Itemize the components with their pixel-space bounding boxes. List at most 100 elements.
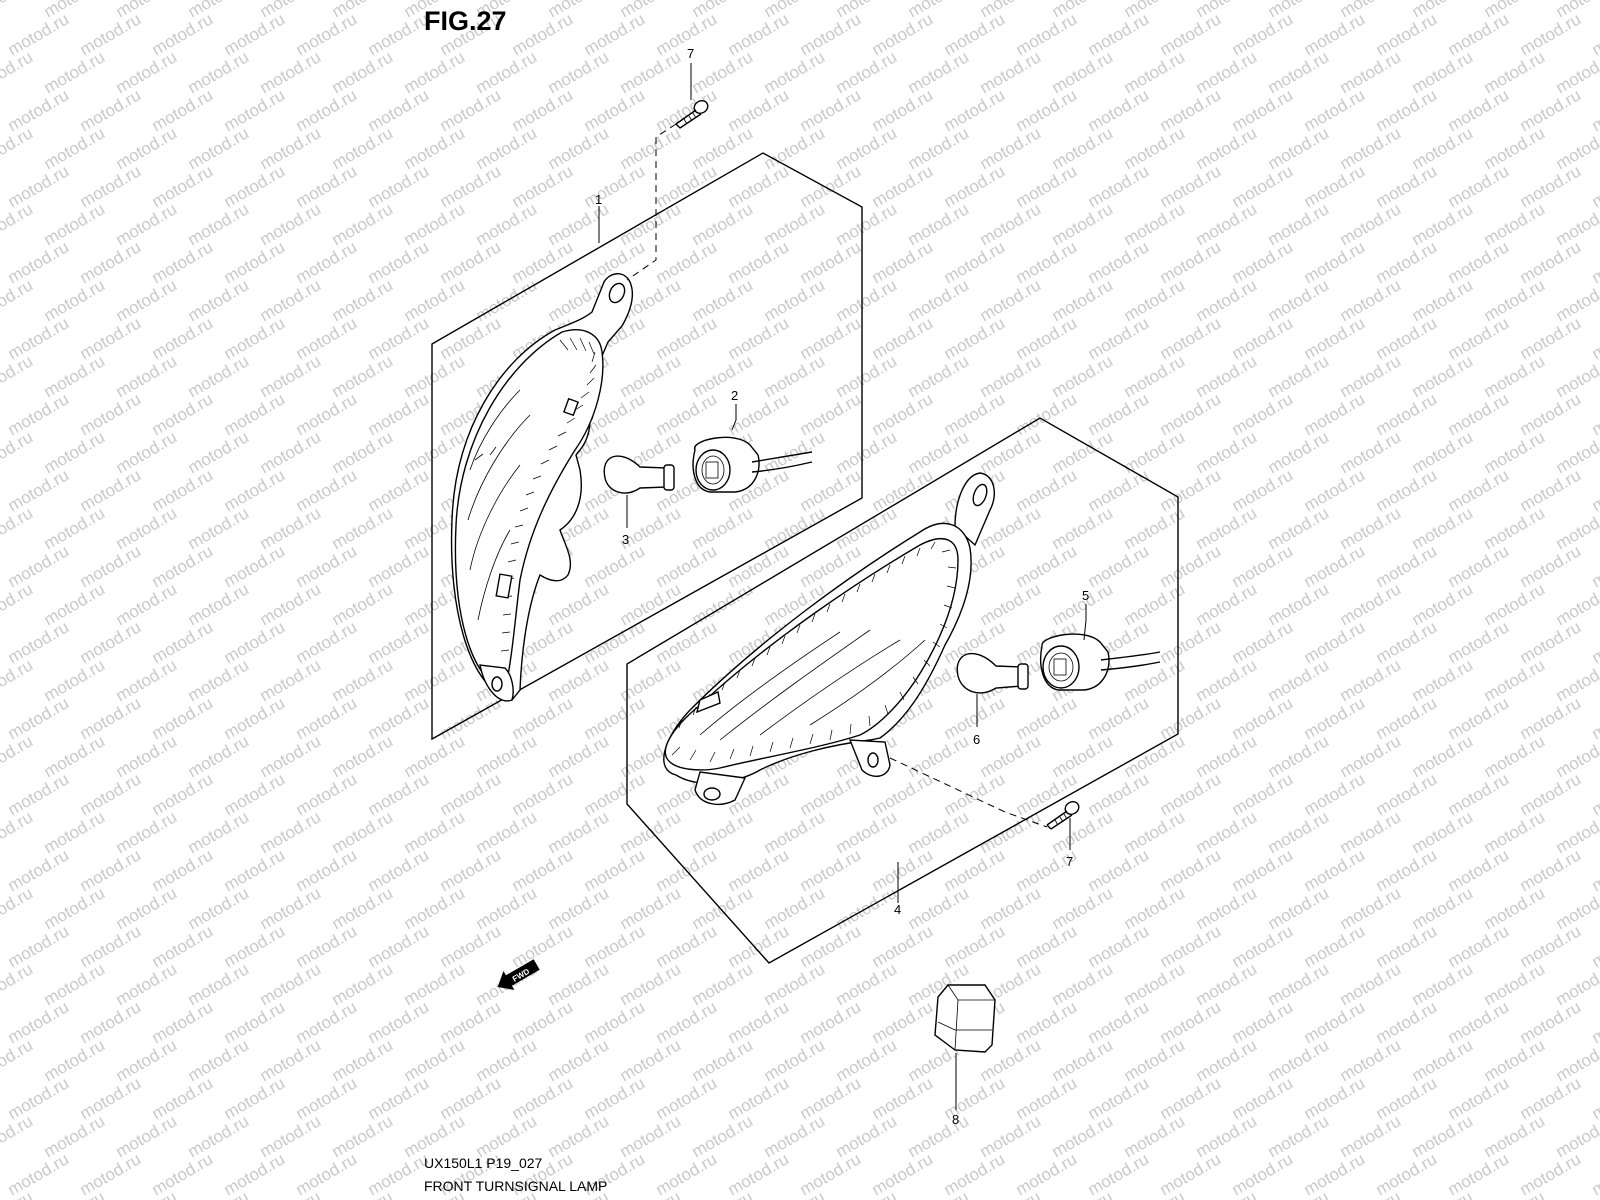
watermark-text: motod.ru <box>77 389 145 439</box>
watermark-text: motod.ru <box>1157 617 1225 667</box>
watermark-text: motod.ru <box>1193 503 1261 553</box>
watermark-text: motod.ru <box>725 85 793 135</box>
watermark-text: motod.ru <box>941 921 1009 971</box>
watermark-text: motod.ru <box>1517 237 1585 287</box>
watermark-text: motod.ru <box>581 85 649 135</box>
watermark-text: motod.ru <box>5 237 73 287</box>
watermark-text: motod.ru <box>1481 351 1549 401</box>
watermark-text: motod.ru <box>1157 541 1225 591</box>
watermark-text: motod.ru <box>365 769 433 819</box>
watermark-text: motod.ru <box>221 769 289 819</box>
watermark-text: motod.ru <box>293 845 361 895</box>
watermark-text: motod.ru <box>437 845 505 895</box>
watermark-text: motod.ru <box>1481 579 1549 629</box>
watermark-text: motod.ru <box>653 921 721 971</box>
watermark-text: motod.ru <box>833 503 901 553</box>
watermark-text: motod.ru <box>329 959 397 1009</box>
watermark-text: motod.ru <box>689 199 757 249</box>
watermark-text: motod.ru <box>41 1187 109 1200</box>
watermark-text: motod.ru <box>797 845 865 895</box>
watermark-text: motod.ru <box>0 503 36 553</box>
figure-title: FIG.27 <box>424 6 507 36</box>
watermark-text: motod.ru <box>293 997 361 1047</box>
turnsignal-lamp-upper <box>450 273 634 702</box>
watermark-text: motod.ru <box>293 237 361 287</box>
watermark-text: motod.ru <box>221 389 289 439</box>
watermark-text: motod.ru <box>1049 503 1117 553</box>
watermark-text: motod.ru <box>77 161 145 211</box>
watermark-text: motod.ru <box>1301 845 1369 895</box>
watermark-text: motod.ru <box>1301 465 1369 515</box>
watermark-text: motod.ru <box>113 655 181 705</box>
screw-top <box>675 100 709 129</box>
watermark-text: motod.ru <box>1589 237 1600 287</box>
watermark-text: motod.ru <box>365 921 433 971</box>
watermark-text: motod.ru <box>185 883 253 933</box>
watermark-text: motod.ru <box>1517 1149 1585 1199</box>
watermark-text: motod.ru <box>689 275 757 325</box>
watermark-text: motod.ru <box>1337 731 1405 781</box>
watermark-text: motod.ru <box>1229 9 1297 59</box>
watermark-text: motod.ru <box>149 237 217 287</box>
watermark-text: motod.ru <box>1301 161 1369 211</box>
watermark-text: motod.ru <box>437 693 505 743</box>
watermark-text: motod.ru <box>941 161 1009 211</box>
watermark-text: motod.ru <box>1265 1187 1333 1200</box>
watermark-text: motod.ru <box>1409 807 1477 857</box>
watermark-text: motod.ru <box>437 1073 505 1123</box>
watermark-text: motod.ru <box>581 1073 649 1123</box>
watermark-text: motod.ru <box>77 617 145 667</box>
watermark-text: motod.ru <box>545 959 613 1009</box>
watermark-text: motod.ru <box>1589 9 1600 59</box>
watermark-text: motod.ru <box>1265 959 1333 1009</box>
watermark-text: motod.ru <box>1049 1187 1117 1200</box>
watermark-text: motod.ru <box>113 731 181 781</box>
watermark-text: motod.ru <box>1517 161 1585 211</box>
watermark-text: motod.ru <box>1481 959 1549 1009</box>
watermark-text: motod.ru <box>725 9 793 59</box>
figure-code: UX150L1 P19_027 <box>424 1155 543 1171</box>
watermark-text: motod.ru <box>473 199 541 249</box>
watermark-text: motod.ru <box>1193 579 1261 629</box>
watermark-text: motod.ru <box>0 579 36 629</box>
watermark-text: motod.ru <box>1013 1073 1081 1123</box>
watermark-text: motod.ru <box>1229 997 1297 1047</box>
watermark-text: motod.ru <box>1373 9 1441 59</box>
watermark-text: motod.ru <box>1121 959 1189 1009</box>
watermark-text: motod.ru <box>401 731 469 781</box>
watermark-text: motod.ru <box>1229 313 1297 363</box>
watermark-text: motod.ru <box>113 579 181 629</box>
watermark-text: motod.ru <box>977 1187 1045 1200</box>
watermark-text: motod.ru <box>617 1187 685 1200</box>
watermark-text: motod.ru <box>5 1073 73 1123</box>
watermark-text: motod.ru <box>941 1073 1009 1123</box>
watermark-text: motod.ru <box>581 693 649 743</box>
watermark-text: motod.ru <box>1481 123 1549 173</box>
watermark-text: motod.ru <box>941 85 1009 135</box>
watermark-text: motod.ru <box>797 1149 865 1199</box>
watermark-text: motod.ru <box>1301 1073 1369 1123</box>
watermark-text: motod.ru <box>941 389 1009 439</box>
watermark-text: motod.ru <box>1265 883 1333 933</box>
callout-3: 3 <box>622 532 629 547</box>
callout-6: 6 <box>973 732 980 747</box>
watermark-text: motod.ru <box>0 731 36 781</box>
watermark-text: motod.ru <box>1589 845 1600 895</box>
watermark-text: motod.ru <box>1373 845 1441 895</box>
watermark-text: motod.ru <box>653 85 721 135</box>
watermark-text: motod.ru <box>1589 921 1600 971</box>
watermark-text: motod.ru <box>0 275 36 325</box>
watermark-text: motod.ru <box>653 389 721 439</box>
watermark-text: motod.ru <box>1229 1073 1297 1123</box>
watermark-text: motod.ru <box>1121 807 1189 857</box>
watermark-text: motod.ru <box>509 997 577 1047</box>
watermark-text: motod.ru <box>1157 997 1225 1047</box>
watermark-text: motod.ru <box>545 655 613 705</box>
watermark-text: motod.ru <box>1013 997 1081 1047</box>
watermark-text: motod.ru <box>1157 921 1225 971</box>
watermark-text: motod.ru <box>1445 237 1513 287</box>
watermark-text: motod.ru <box>761 351 829 401</box>
watermark-text: motod.ru <box>1265 427 1333 477</box>
watermark-text: motod.ru <box>1013 161 1081 211</box>
watermark-text: motod.ru <box>5 921 73 971</box>
